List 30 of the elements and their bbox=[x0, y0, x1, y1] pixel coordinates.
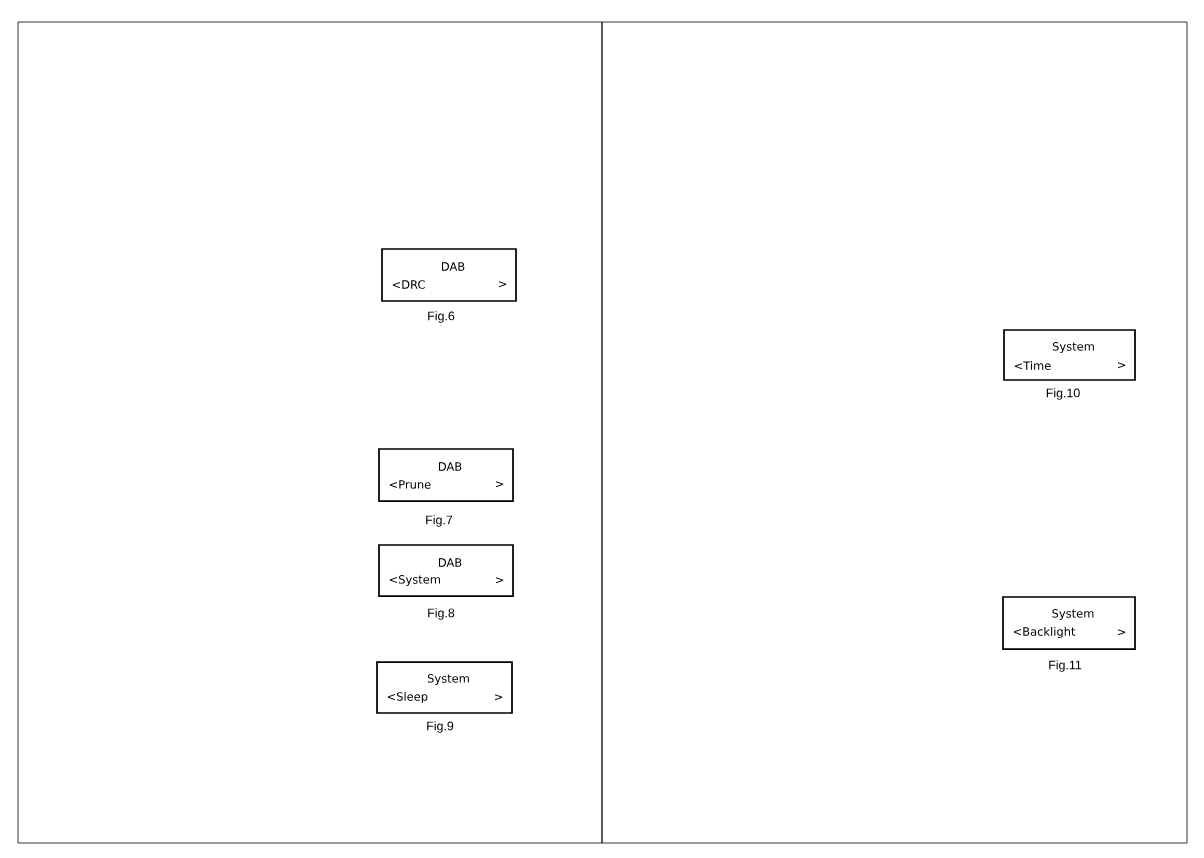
menu-item: <Sleep bbox=[387, 691, 428, 704]
figure-caption: Fig.7 bbox=[426, 515, 453, 527]
menu-item: <Backlight bbox=[1013, 626, 1076, 639]
lcd-display bbox=[1003, 329, 1136, 381]
menu-item: <Prune bbox=[389, 480, 431, 489]
next-symbol: > bbox=[496, 577, 504, 584]
lcd-display bbox=[1002, 596, 1136, 650]
next-symbol: > bbox=[495, 694, 503, 701]
figure-caption: Fig.8 bbox=[428, 608, 455, 620]
figure-caption: Fig.6 bbox=[428, 311, 455, 323]
figure-caption: Fig.11 bbox=[1049, 660, 1082, 672]
next-symbol: > bbox=[499, 281, 507, 288]
menu-item: <DRC bbox=[392, 280, 425, 289]
screen-title: DAB bbox=[441, 262, 465, 271]
screen-title: System bbox=[1052, 342, 1094, 353]
figure-caption: Fig.10 bbox=[1046, 388, 1080, 400]
screen-title: DAB bbox=[438, 558, 462, 567]
menu-item: <System bbox=[389, 575, 440, 586]
screen-title: System bbox=[427, 674, 469, 685]
lcd-display bbox=[376, 661, 513, 714]
lcd-display bbox=[378, 544, 514, 597]
next-symbol: > bbox=[496, 481, 504, 488]
figure-caption: Fig.9 bbox=[427, 721, 454, 733]
next-symbol: > bbox=[1118, 362, 1126, 369]
lcd-display bbox=[378, 448, 514, 502]
lcd-display bbox=[381, 248, 517, 302]
menu-item: <Time bbox=[1014, 361, 1051, 370]
screen-title: DAB bbox=[438, 462, 462, 471]
screen-title: System bbox=[1052, 609, 1094, 620]
next-symbol: > bbox=[1118, 629, 1126, 636]
